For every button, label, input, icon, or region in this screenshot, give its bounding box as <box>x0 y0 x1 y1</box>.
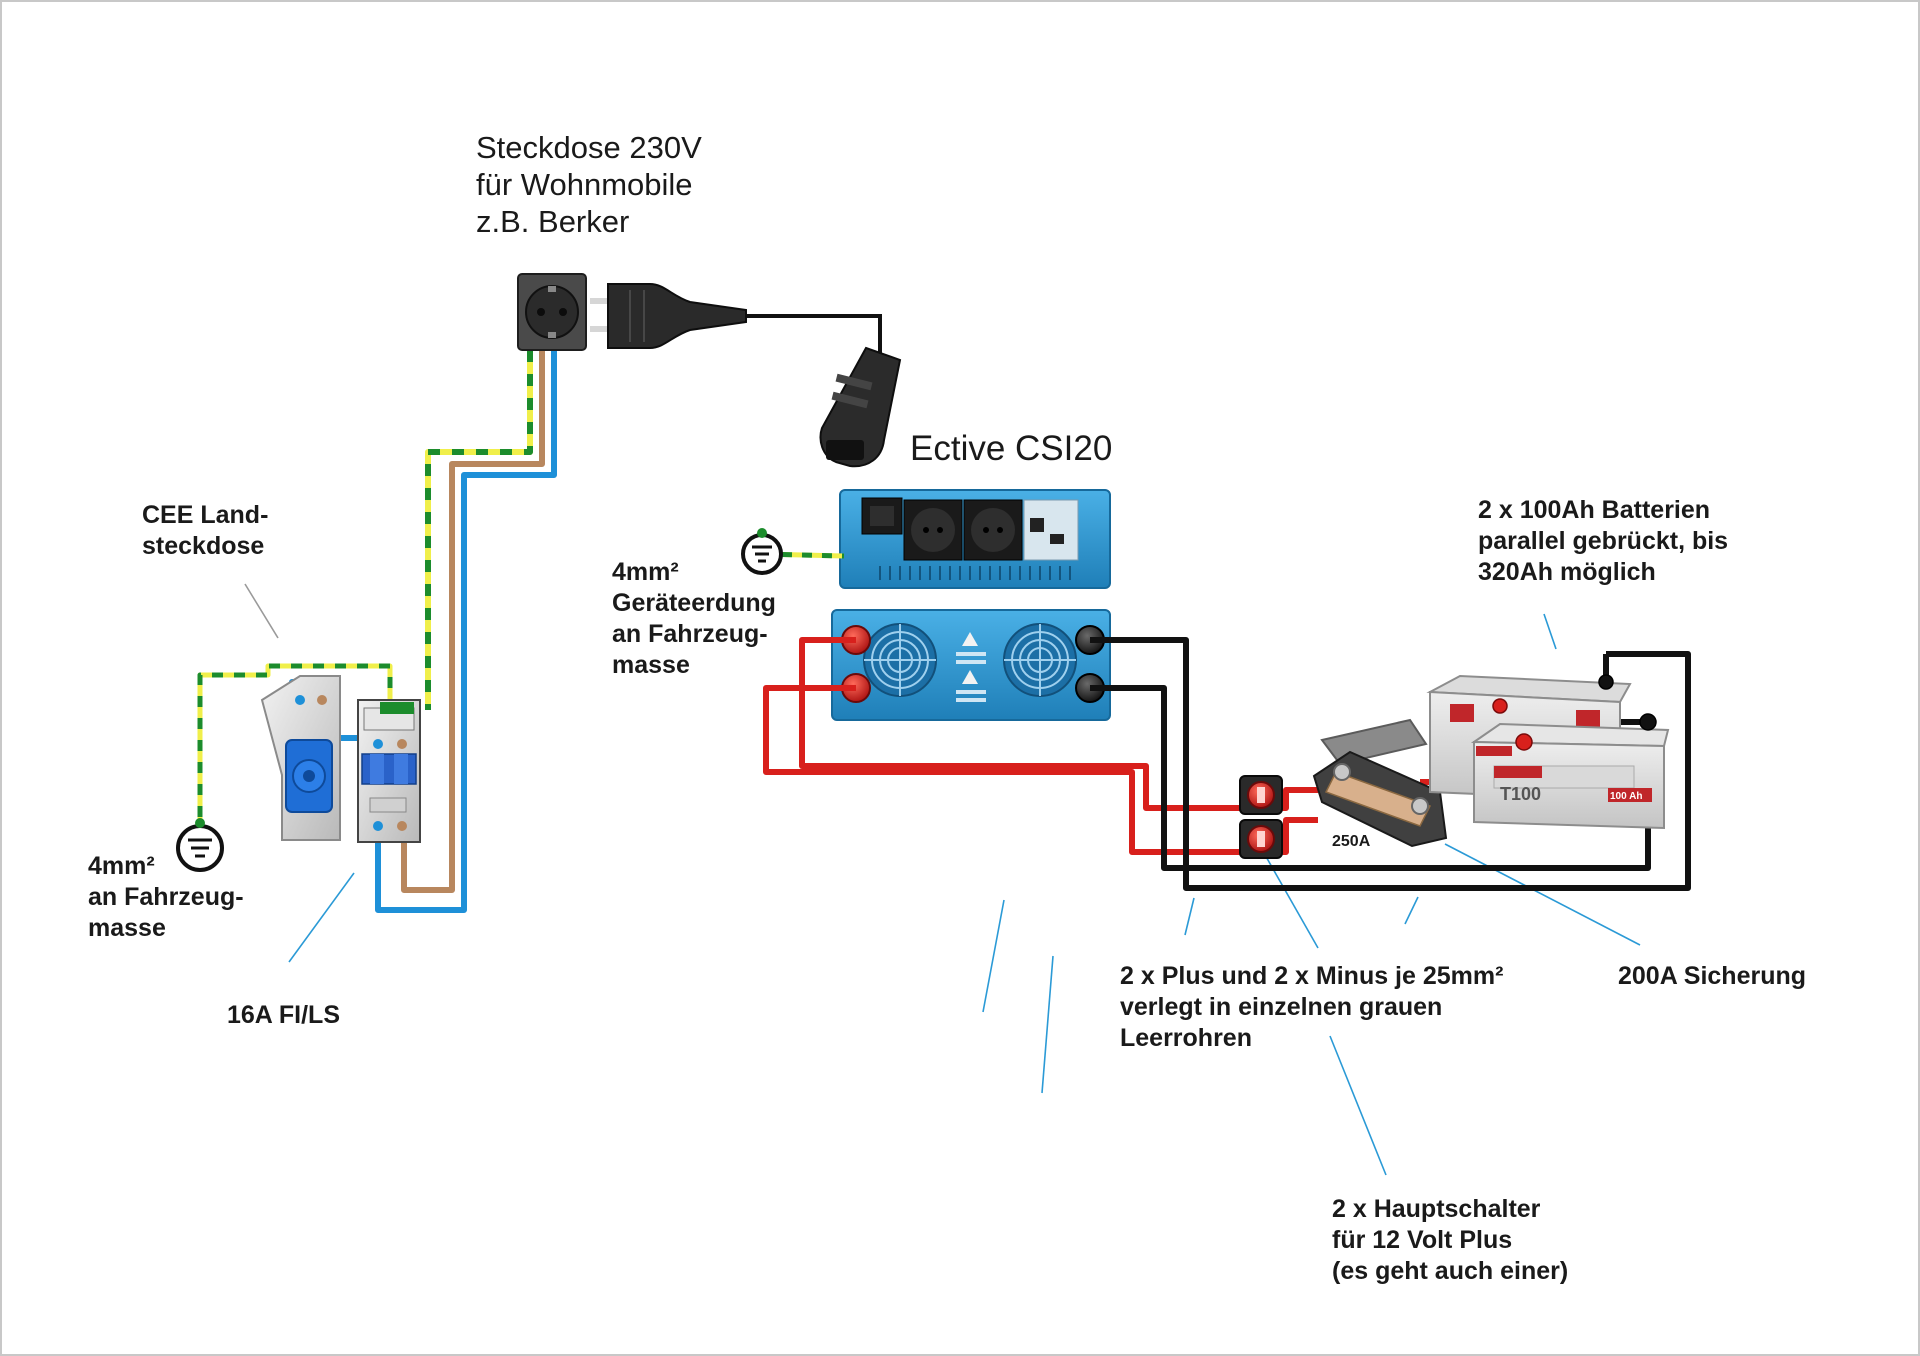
label-kabel: 2 x Plus und 2 x Minus je 25mm² verlegt … <box>1120 962 1503 1052</box>
label-erdung-left-line-1: 4mm² <box>88 852 155 880</box>
battery-capacity-label: 100 Ah <box>1610 791 1642 802</box>
battery-icon: T100 100 Ah <box>1470 713 1670 830</box>
label-hauptschalter-line-2: für 12 Volt Plus <box>1332 1226 1512 1254</box>
label-sicherung: 200A Sicherung <box>1618 962 1806 990</box>
ground-symbol-left-icon <box>176 818 224 872</box>
label-erdung-geraet: 4mm² Geräteerdung an Fahrzeug- masse <box>612 558 776 679</box>
schuko-socket-icon <box>517 273 587 351</box>
label-cee-line-1: CEE Land- <box>142 501 268 529</box>
leader-kabel-a <box>1184 897 1195 936</box>
wire-neutral-blue <box>375 350 557 913</box>
label-steckdose-line-2: für Wohnmobile <box>476 167 693 202</box>
fan-icon <box>1003 623 1077 697</box>
label-kabel-line-2: verlegt in einzelnen grauen <box>1120 993 1442 1021</box>
schuko-plug-icon <box>590 283 747 349</box>
battery-model-label: T100 <box>1500 784 1541 804</box>
label-kabel-line-3: Leerrohren <box>1120 1024 1252 1052</box>
leader-sicherung <box>1444 843 1641 946</box>
wire-phase-brown <box>401 350 545 893</box>
label-fi-ls: 16A FI/LS <box>227 1001 340 1029</box>
leader-kabel-b <box>1404 896 1419 925</box>
label-cee-line-2: steckdose <box>142 532 264 560</box>
wire-plus-2 <box>763 685 1262 855</box>
battery-minus-terminal <box>1598 674 1614 690</box>
label-erdung-left-line-3: masse <box>88 914 166 942</box>
label-steckdose: Steckdose 230V für Wohnmobile z.B. Berke… <box>476 130 702 239</box>
wire-inverter-pe-green <box>761 551 845 559</box>
fan-icon <box>863 623 937 697</box>
label-steckdose-line-3: z.B. Berker <box>476 204 629 239</box>
leader-kabel-d <box>1041 955 1054 1094</box>
label-steckdose-line-1: Steckdose 230V <box>476 130 702 165</box>
label-batterien-line-2: parallel gebrückt, bis <box>1478 527 1728 555</box>
label-hauptschalter-line-1: 2 x Hauptschalter <box>1332 1195 1541 1223</box>
label-kabel-line-1: 2 x Plus und 2 x Minus je 25mm² <box>1120 962 1503 990</box>
label-erdung-geraet-line-1: 4mm² <box>612 558 679 586</box>
battery-main-switch-icon <box>1239 819 1283 859</box>
label-erdung-geraet-line-2: Geräteerdung <box>612 589 776 617</box>
leader-fi-ls <box>288 872 355 963</box>
battery-plus-terminal <box>1492 698 1508 714</box>
wire-pe-green <box>425 350 533 710</box>
label-cee: CEE Land- steckdose <box>142 501 268 560</box>
battery-main-switch-icon <box>1239 775 1283 815</box>
wire-pe-yellow <box>425 350 533 710</box>
ground-symbol-inverter-icon <box>741 528 783 575</box>
label-hauptschalter-line-3: (es geht auch einer) <box>1332 1257 1568 1285</box>
cee-inlet-icon <box>260 675 341 841</box>
label-erdung-left: 4mm² an Fahrzeug- masse <box>88 852 244 942</box>
inverter-dc-side-icon <box>831 609 1111 721</box>
leader-batterien <box>1543 613 1557 650</box>
label-hauptschalter: 2 x Hauptschalter für 12 Volt Plus (es g… <box>1332 1195 1568 1285</box>
wire-minus-1 <box>1090 637 1691 891</box>
mounting-strap <box>1320 718 1428 766</box>
leader-kabel-c <box>982 899 1005 1013</box>
label-ective: Ective CSI20 <box>910 429 1112 468</box>
label-batterien-line-1: 2 x 100Ah Batterien <box>1478 496 1710 524</box>
label-erdung-geraet-line-3: an Fahrzeug- <box>612 620 768 648</box>
label-erdung-left-line-2: an Fahrzeug- <box>88 883 244 911</box>
label-erdung-geraet-line-4: masse <box>612 651 690 679</box>
leader-cee <box>244 583 279 639</box>
wire-plug-cable <box>746 314 882 362</box>
rcbo-breaker-icon <box>357 699 421 843</box>
leader-hauptschalter <box>1329 1035 1387 1176</box>
label-batterien: 2 x 100Ah Batterien parallel gebrückt, b… <box>1478 496 1728 586</box>
label-batterien-line-3: 320Ah möglich <box>1478 558 1656 586</box>
iec-connector-icon <box>819 346 902 468</box>
fuse-holder-icon <box>1312 750 1448 848</box>
wire-pe-green-left <box>197 663 393 820</box>
inverter-ac-side-icon <box>839 489 1111 589</box>
label-fuse-250: 250A <box>1332 833 1371 850</box>
